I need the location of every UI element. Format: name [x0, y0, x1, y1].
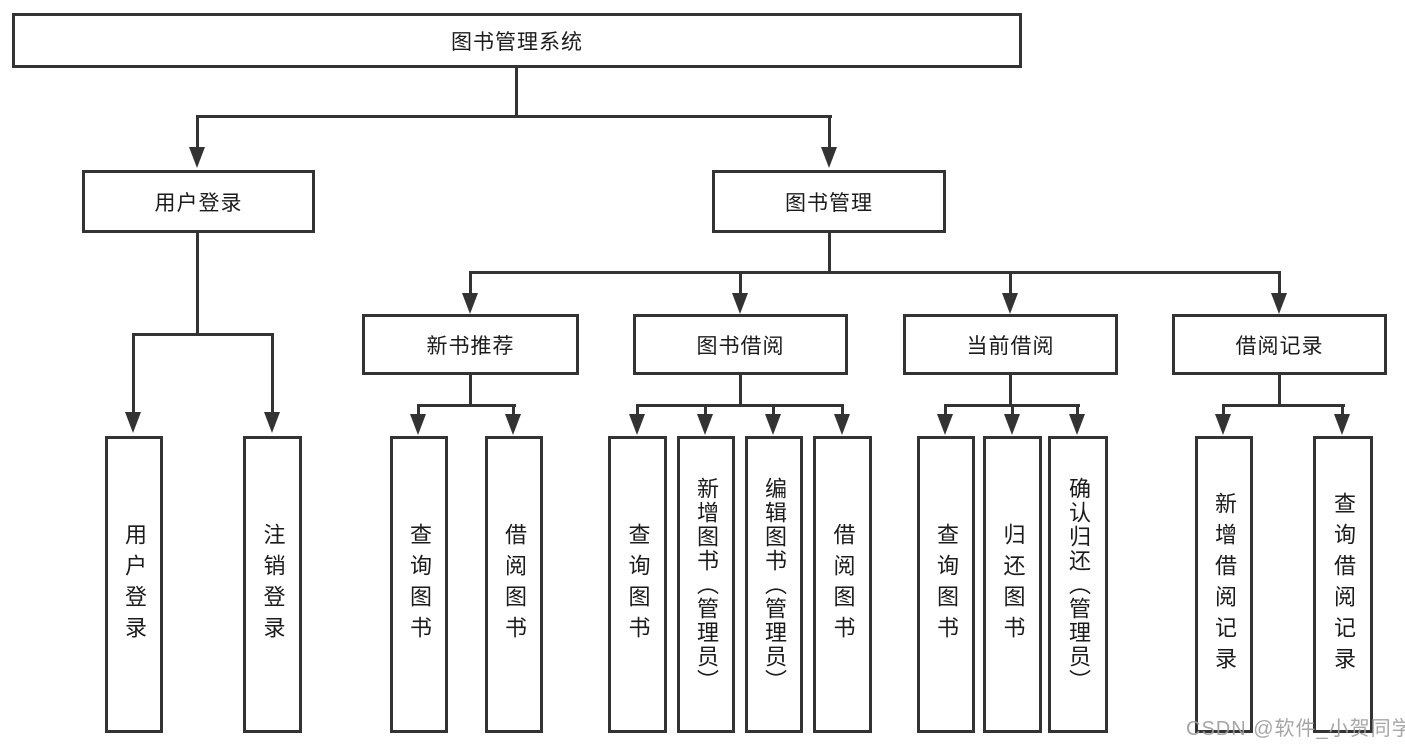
node-borrow-records-label: 借阅记录: [1235, 334, 1324, 358]
node-current-borrow-label: 当前借阅: [966, 334, 1055, 358]
arrow-down-icon: [765, 414, 781, 435]
watermark: CSDN @软件_小贺同学: [1186, 718, 1405, 740]
arrow-down-icon: [1004, 414, 1020, 435]
node-new-book-recommend: 新书推荐: [362, 314, 579, 375]
arrow-down-icon: [821, 147, 837, 168]
connector-line: [271, 333, 274, 413]
connector-line: [944, 404, 947, 415]
arrow-down-icon: [189, 147, 205, 168]
connector-line: [739, 271, 742, 294]
arrow-down-icon: [505, 414, 521, 435]
leaf-logout-label: 注销登录: [260, 522, 286, 647]
arrow-down-icon: [264, 412, 280, 433]
connector-line: [1278, 271, 1281, 294]
leaf-confirm-return-admin-label: 确认归还（管理员）: [1066, 476, 1091, 693]
node-book-borrow-label: 图书借阅: [696, 334, 785, 358]
connector-line: [196, 115, 199, 148]
connector-line: [1222, 404, 1345, 407]
connector-line: [417, 404, 420, 415]
connector-line: [1009, 375, 1012, 406]
leaf-logout: 注销登录: [243, 436, 302, 733]
leaf-query-book-recommend-label: 查询图书: [407, 522, 432, 647]
connector-line: [636, 404, 844, 407]
connector-line: [515, 68, 518, 118]
leaf-edit-book-admin-label: 编辑图书（管理员）: [762, 476, 787, 693]
leaf-return-book-label: 归还图书: [1000, 522, 1026, 647]
node-book-borrow: 图书借阅: [633, 314, 848, 375]
connector-line: [469, 375, 472, 406]
node-new-book-recommend-label: 新书推荐: [426, 334, 515, 358]
arrow-down-icon: [732, 293, 748, 314]
node-book-management-label: 图书管理: [785, 191, 873, 215]
connector-line: [1222, 404, 1225, 415]
connector-line: [704, 404, 707, 415]
node-user-login-label: 用户登录: [154, 191, 243, 215]
leaf-query-borrow-record: 查询借阅记录: [1313, 436, 1373, 733]
connector-line: [132, 333, 135, 413]
connector-line: [196, 115, 832, 118]
connector-line: [417, 404, 516, 407]
node-current-borrow: 当前借阅: [903, 314, 1118, 375]
leaf-add-book-admin: 新增图书（管理员）: [677, 436, 735, 733]
leaf-query-book-borrow: 查询图书: [608, 436, 667, 733]
connector-line: [1009, 271, 1012, 294]
connector-line: [469, 271, 472, 294]
arrow-down-icon: [629, 414, 645, 435]
arrow-down-icon: [1215, 414, 1231, 435]
node-user-login: 用户登录: [82, 170, 315, 233]
arrow-down-icon: [697, 414, 713, 435]
leaf-query-book-borrow-label: 查询图书: [625, 522, 651, 647]
arrow-down-icon: [834, 414, 850, 435]
connector-line: [469, 271, 1281, 274]
leaf-borrow-book-recommend: 借阅图书: [485, 436, 543, 733]
leaf-edit-book-admin: 编辑图书（管理员）: [745, 436, 803, 733]
arrow-down-icon: [1334, 414, 1350, 435]
leaf-borrow-book: 借阅图书: [813, 436, 872, 733]
leaf-user-login: 用户登录: [105, 436, 163, 733]
connector-line: [512, 404, 515, 415]
node-root-label: 图书管理系统: [451, 30, 583, 54]
leaf-return-book: 归还图书: [983, 436, 1042, 733]
leaf-add-book-admin-label: 新增图书（管理员）: [694, 476, 719, 693]
arrow-down-icon: [1002, 293, 1018, 314]
connector-line: [1341, 404, 1344, 415]
leaf-borrow-book-recommend-label: 借阅图书: [502, 522, 527, 647]
connector-line: [1278, 375, 1281, 406]
arrow-down-icon: [125, 412, 141, 433]
leaf-query-book-current: 查询图书: [917, 436, 975, 733]
connector-line: [1076, 404, 1079, 415]
arrow-down-icon: [937, 414, 953, 435]
leaf-query-book-current-label: 查询图书: [934, 522, 959, 647]
leaf-user-login-label: 用户登录: [122, 522, 147, 647]
leaf-confirm-return-admin: 确认归还（管理员）: [1048, 436, 1108, 733]
connector-line: [828, 115, 831, 148]
node-book-management: 图书管理: [712, 170, 946, 233]
connector-line: [196, 233, 199, 335]
leaf-query-borrow-record-label: 查询借阅记录: [1331, 491, 1356, 678]
connector-line: [132, 333, 274, 336]
leaf-add-borrow-record-label: 新增借阅记录: [1212, 491, 1237, 678]
arrow-down-icon: [1271, 293, 1287, 314]
connector-line: [828, 233, 831, 274]
arrow-down-icon: [410, 414, 426, 435]
connector-line: [739, 375, 742, 406]
arrow-down-icon: [462, 293, 478, 314]
leaf-query-book-recommend: 查询图书: [390, 436, 448, 733]
node-borrow-records: 借阅记录: [1172, 314, 1387, 375]
connector-line: [1011, 404, 1014, 415]
connector-line: [772, 404, 775, 415]
leaf-add-borrow-record: 新增借阅记录: [1195, 436, 1253, 733]
node-root: 图书管理系统: [12, 13, 1022, 68]
arrow-down-icon: [1069, 414, 1085, 435]
leaf-borrow-book-label: 借阅图书: [830, 522, 856, 647]
connector-line: [841, 404, 844, 415]
connector-line: [636, 404, 639, 415]
